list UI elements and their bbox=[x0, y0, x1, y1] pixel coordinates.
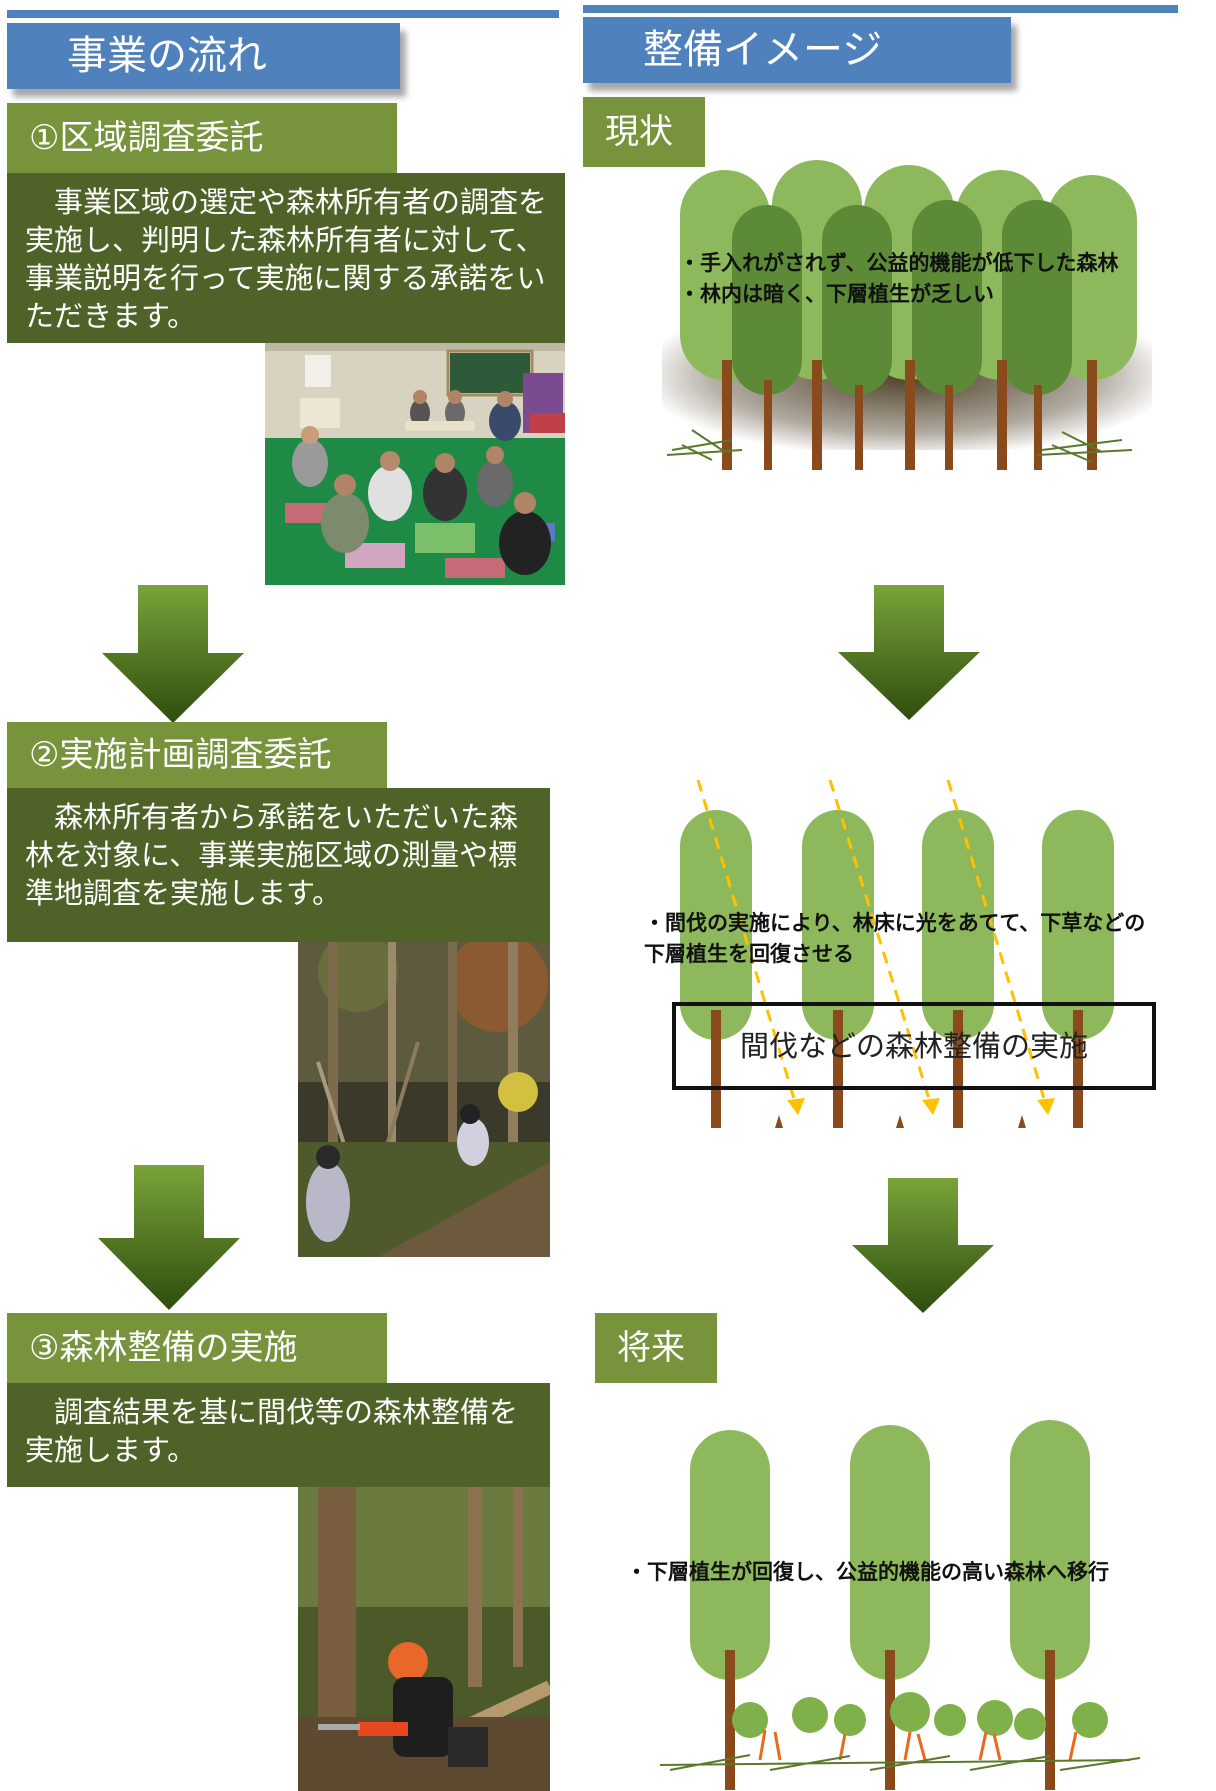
thinning-illustration bbox=[680, 780, 1114, 1128]
future-label: 将来 bbox=[595, 1313, 717, 1383]
header-rule-left bbox=[7, 10, 559, 18]
down-arrow-icon bbox=[852, 1178, 994, 1313]
survey-photo bbox=[298, 942, 550, 1257]
section-header-image: 整備イメージ bbox=[583, 17, 1011, 83]
thinning-note-1: ・間伐の実施により、林床に光をあてて、下草などの bbox=[644, 911, 1146, 935]
down-arrow-icon bbox=[98, 1165, 240, 1310]
thinning-box: 間伐などの森林整備の実施 bbox=[672, 1002, 1156, 1090]
section-header-flow: 事業の流れ bbox=[7, 23, 400, 89]
meeting-photo bbox=[265, 343, 565, 585]
thinning-photo bbox=[298, 1487, 550, 1791]
current-note-1: ・手入れがされず、公益的機能が低下した森林 bbox=[679, 251, 1119, 275]
down-arrow-icon bbox=[102, 585, 244, 723]
current-note-2: ・林内は暗く、下層植生が乏しい bbox=[679, 282, 994, 306]
future-note: ・下層植生が回復し、公益的機能の高い森林へ移行 bbox=[626, 1560, 1109, 1584]
dense-forest-illustration bbox=[662, 160, 1152, 470]
down-arrow-icon bbox=[838, 585, 980, 720]
step1-description: 事業区域の選定や森林所有者の調査を実施し、判明した森林所有者に対して、事業説明を… bbox=[7, 173, 565, 343]
current-label: 現状 bbox=[583, 97, 705, 167]
header-rule-right bbox=[583, 5, 1178, 13]
thinning-note-2: 下層植生を回復させる bbox=[644, 942, 854, 966]
step2-description: 森林所有者から承諾をいただいた森林を対象に、事業実施区域の測量や標準地調査を実施… bbox=[7, 788, 550, 942]
step3-description: 調査結果を基に間伐等の森林整備を実施します。 bbox=[7, 1383, 550, 1487]
step2-title: ②実施計画調査委託 bbox=[7, 722, 387, 788]
future-forest-illustration bbox=[659, 1420, 1141, 1790]
step1-title: ①区域調査委託 bbox=[7, 103, 397, 173]
step3-title: ③森林整備の実施 bbox=[7, 1313, 387, 1383]
